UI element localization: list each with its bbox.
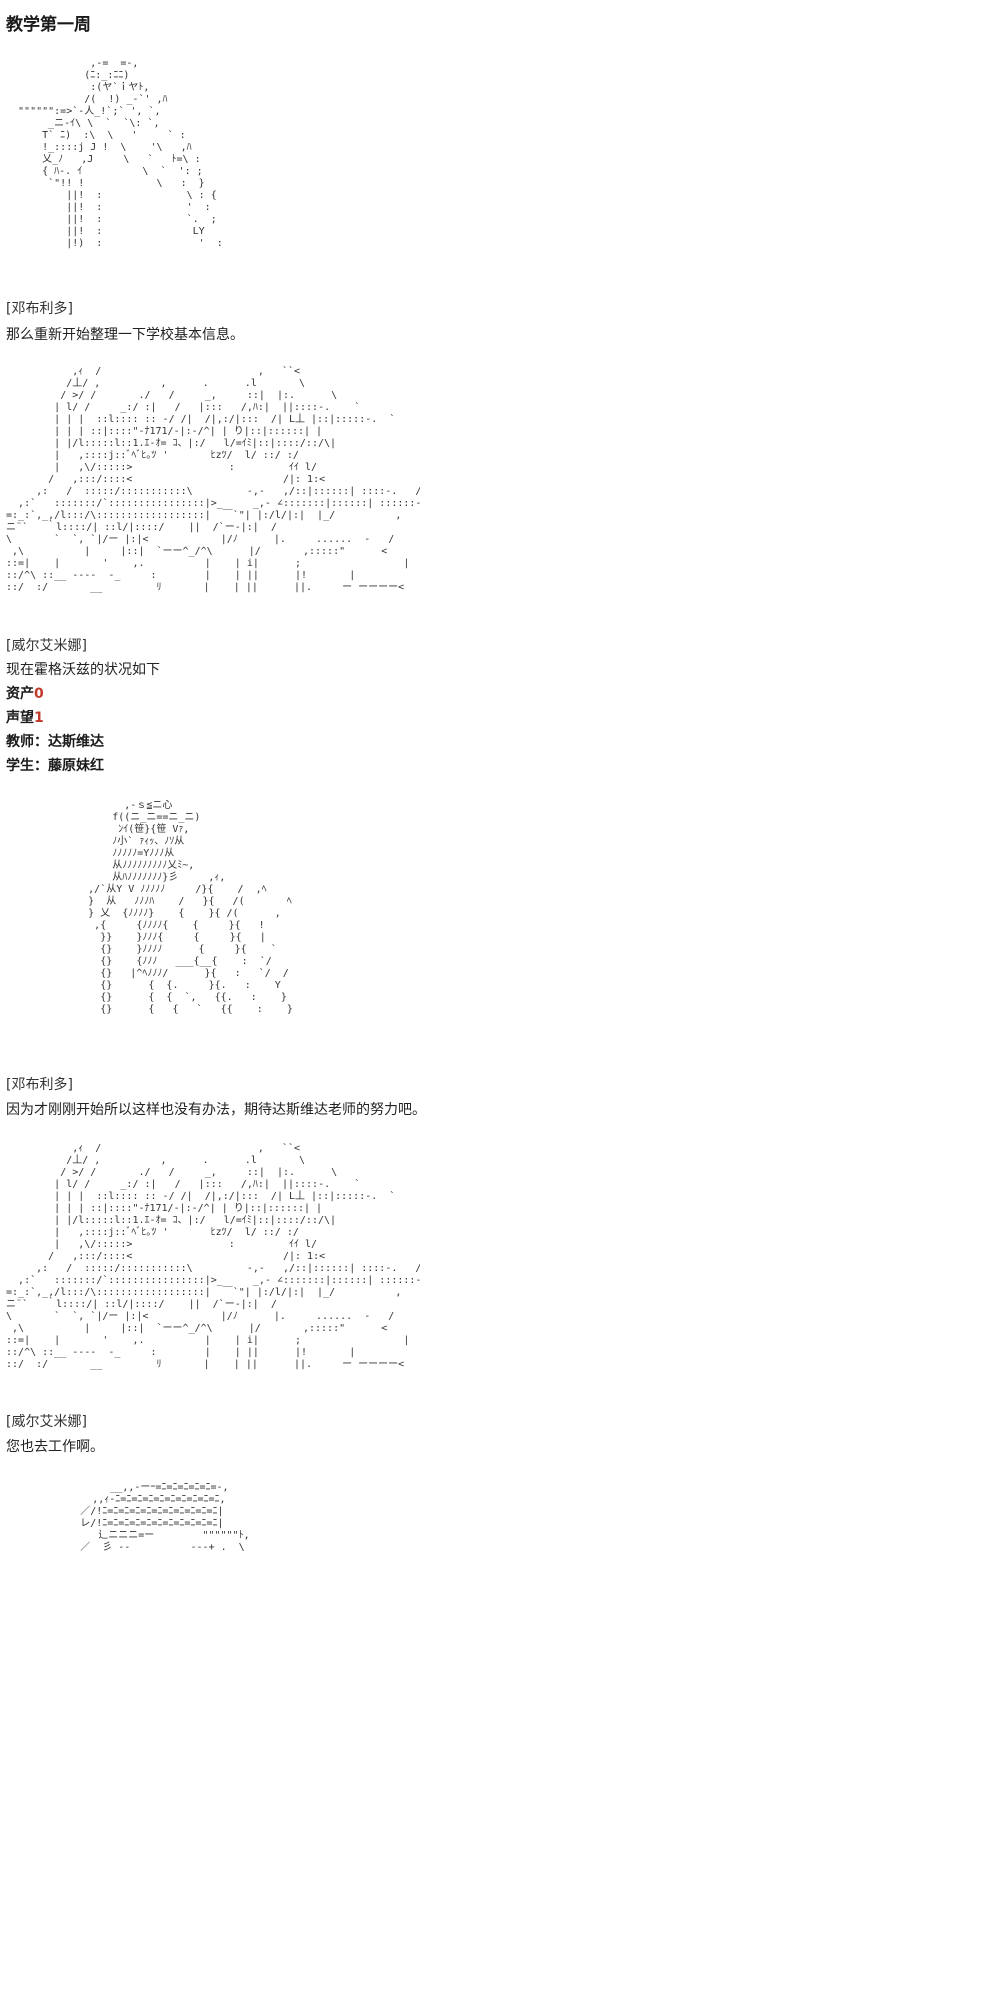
stat-assets-value: 0 [34,686,44,702]
dialogue-line: 因为才刚刚开始所以这样也没有办法，期待达斯维达老师的努力吧。 [6,1102,426,1118]
ascii-art-dumbledore: ,-= =-, (ﾆ:_:ﾆﾆ) :(ヤ`ｉヤﾄ, /( !) _-`' ,ﾊ … [18,58,223,249]
stat-assets-label: 资产 [6,686,34,702]
speaker-label: [威尔艾米娜] [6,638,87,654]
stat-prestige-label: 声望 [6,710,34,726]
speaker-label: [邓布利多] [6,1077,73,1093]
dialogue-line: 您也去工作啊。 [6,1439,104,1455]
speaker-label: [威尔艾米娜] [6,1414,87,1430]
ascii-art-figure: __,,-ーｰ=ﾆ=ﾆ=ﾆ=ﾆ=ﾆ=-, ,,ｨ-ﾆ=ﾆ=ﾆ=ﾆ=ﾆ=ﾆ=ﾆ=ﾆ… [80,1482,250,1553]
stat-prestige: 声望1 [6,709,44,727]
stat-assets: 资产0 [6,685,44,703]
page-title: 教学第一周 [6,15,91,35]
ascii-art-wilhelmina: ,ｨ / , ``< /丄/ , , . .l \ / >/ / ./ / _,… [6,1143,420,1370]
stat-prestige-value: 1 [34,710,44,726]
ascii-art-dumbledore-alt: ,-ｓ≦ニ心 f((ニ_ニ==ニ_ニ) ﾝｲ(笹}{笹 Vｧ, ﾉ小` ｧｨｯ、… [88,800,293,1015]
speaker-label: [邓布利多] [6,301,73,317]
ascii-art-wilhelmina: ,ｨ / , ``< /丄/ , , . .l \ / >/ / ./ / _,… [6,366,420,593]
dialogue-line: 现在霍格沃兹的状况如下 [6,662,160,678]
dialogue-line: 那么重新开始整理一下学校基本信息。 [6,327,244,343]
stat-student: 学生：藤原妹红 [6,758,104,774]
stat-teacher: 教师：达斯维达 [6,734,104,750]
